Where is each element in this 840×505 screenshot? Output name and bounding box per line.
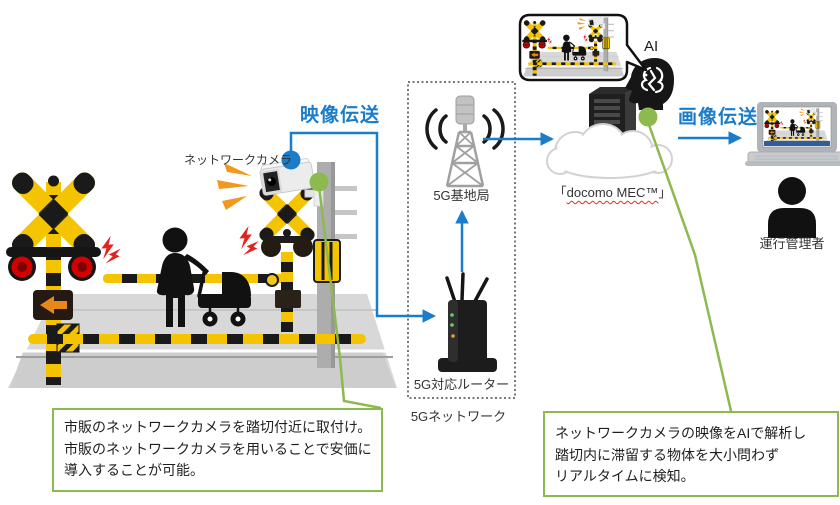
mec-open-bracket: 「 [553, 185, 567, 200]
left-callout-line-2: 市販のネットワークカメラを用いることで安価に [64, 440, 372, 457]
blue-connectors [289, 131, 743, 323]
mec-to-right-callout-line [646, 121, 733, 412]
mec-label: 「docomo MEC™」 [545, 182, 680, 201]
cloud-icon [546, 123, 673, 179]
right-callout-box: ネットワークカメラの映像をAIで解析し 踏切内に滞留する物体を大小問わず リアル… [543, 411, 839, 497]
router-label: 5G対応ルーター [413, 377, 510, 392]
network-camera-label: ネットワークカメラ [184, 153, 293, 167]
left-callout-line-1: 市販のネットワークカメラを踏切付近に取付け。 [64, 419, 372, 435]
ai-head-icon [625, 58, 674, 110]
camera-to-router-line [289, 131, 437, 323]
left-callout-box: 市販のネットワークカメラを踏切付近に取付け。 市販のネットワークカメラを用いるこ… [52, 408, 383, 492]
network-5g-label: 5Gネットワーク [410, 409, 507, 424]
camera-to-left-callout-line [317, 185, 382, 410]
mec-server-cloud-icon [546, 87, 673, 179]
operator-person-icon [768, 177, 816, 238]
mec-close-bracket: 」 [658, 185, 672, 200]
base-station-label: 5G基地局 [433, 188, 490, 203]
mec-name: docomo MEC™ [566, 185, 659, 200]
5g-router-icon [438, 272, 497, 372]
operator-label: 運行管理者 [759, 236, 825, 251]
green-connectors [317, 121, 733, 412]
ai-label: AI [644, 38, 659, 55]
right-callout-line-3: リアルタイムに検知。 [555, 468, 695, 485]
right-callout-line-1: ネットワークカメラの映像をAIで解析し [555, 425, 807, 441]
camera-frame-bubble-icon [518, 13, 648, 82]
camera-green-dot [309, 172, 329, 192]
image-transmission-label: 画像伝送 [678, 107, 759, 128]
right-callout-line-2: 踏切内に滞留する物体を大小問わず [555, 446, 779, 463]
5g-base-station-tower-icon [425, 95, 505, 188]
laptop-icon [745, 102, 840, 166]
video-transmission-label: 映像伝送 [300, 105, 381, 126]
camera-endpoint-dot [281, 150, 301, 170]
mec-green-dot [638, 107, 658, 127]
left-callout-line-3: 導入することが可能。 [64, 462, 204, 479]
radio-waves-icon [425, 108, 505, 150]
